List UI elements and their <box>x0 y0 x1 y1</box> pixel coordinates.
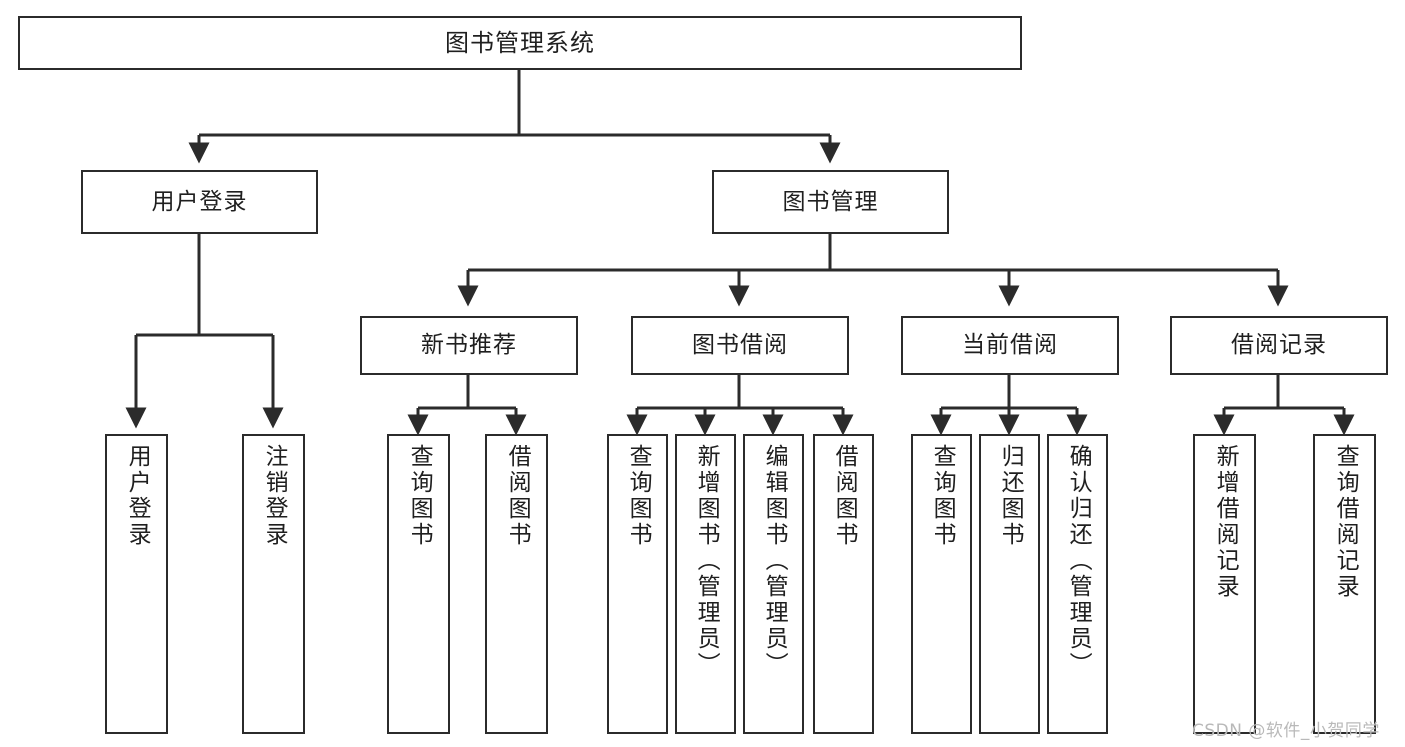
node-leaf-query-book-1-label: 查询图书 <box>406 444 433 548</box>
node-leaf-confirm-return[interactable]: 确认归还（管理员） <box>1047 434 1108 734</box>
node-leaf-add-book[interactable]: 新增图书（管理员） <box>675 434 736 734</box>
node-new-book-recommend[interactable]: 新书推荐 <box>360 316 578 375</box>
node-leaf-borrow-book-1[interactable]: 借阅图书 <box>485 434 548 734</box>
node-leaf-query-book-3-label: 查询图书 <box>929 444 956 548</box>
node-leaf-edit-book-label: 编辑图书（管理员） <box>761 444 788 678</box>
node-leaf-query-book-2-label: 查询图书 <box>625 444 652 548</box>
node-root-label: 图书管理系统 <box>445 29 595 57</box>
node-root[interactable]: 图书管理系统 <box>18 16 1022 70</box>
node-current-borrow[interactable]: 当前借阅 <box>901 316 1119 375</box>
node-user-login[interactable]: 用户登录 <box>81 170 318 234</box>
watermark: CSDN @软件_小贺同学 <box>1192 721 1380 741</box>
node-book-borrow[interactable]: 图书借阅 <box>631 316 849 375</box>
node-leaf-user-login[interactable]: 用户登录 <box>105 434 168 734</box>
node-new-book-recommend-label: 新书推荐 <box>421 332 517 358</box>
node-leaf-query-record-label: 查询借阅记录 <box>1332 444 1359 600</box>
node-book-borrow-label: 图书借阅 <box>692 332 788 358</box>
node-current-borrow-label: 当前借阅 <box>962 332 1058 358</box>
node-borrow-record-label: 借阅记录 <box>1231 332 1327 358</box>
node-leaf-query-record[interactable]: 查询借阅记录 <box>1313 434 1376 734</box>
node-borrow-record[interactable]: 借阅记录 <box>1170 316 1388 375</box>
node-leaf-add-book-label: 新增图书（管理员） <box>693 444 720 678</box>
node-leaf-logout[interactable]: 注销登录 <box>242 434 305 734</box>
node-leaf-borrow-book-2-label: 借阅图书 <box>831 444 858 548</box>
node-leaf-edit-book[interactable]: 编辑图书（管理员） <box>743 434 804 734</box>
node-leaf-user-login-label: 用户登录 <box>124 444 151 548</box>
node-leaf-query-book-1[interactable]: 查询图书 <box>387 434 450 734</box>
node-leaf-add-record-label: 新增借阅记录 <box>1212 444 1239 600</box>
node-leaf-return-book-label: 归还图书 <box>997 444 1024 548</box>
node-leaf-confirm-return-label: 确认归还（管理员） <box>1065 444 1092 678</box>
node-book-manage[interactable]: 图书管理 <box>712 170 949 234</box>
node-book-manage-label: 图书管理 <box>782 188 879 215</box>
node-user-login-label: 用户登录 <box>151 188 248 215</box>
node-leaf-query-book-3[interactable]: 查询图书 <box>911 434 972 734</box>
node-leaf-add-record[interactable]: 新增借阅记录 <box>1193 434 1256 734</box>
node-leaf-logout-label: 注销登录 <box>261 444 288 548</box>
node-leaf-return-book[interactable]: 归还图书 <box>979 434 1040 734</box>
node-leaf-borrow-book-1-label: 借阅图书 <box>504 444 531 548</box>
node-leaf-borrow-book-2[interactable]: 借阅图书 <box>813 434 874 734</box>
node-leaf-query-book-2[interactable]: 查询图书 <box>607 434 668 734</box>
